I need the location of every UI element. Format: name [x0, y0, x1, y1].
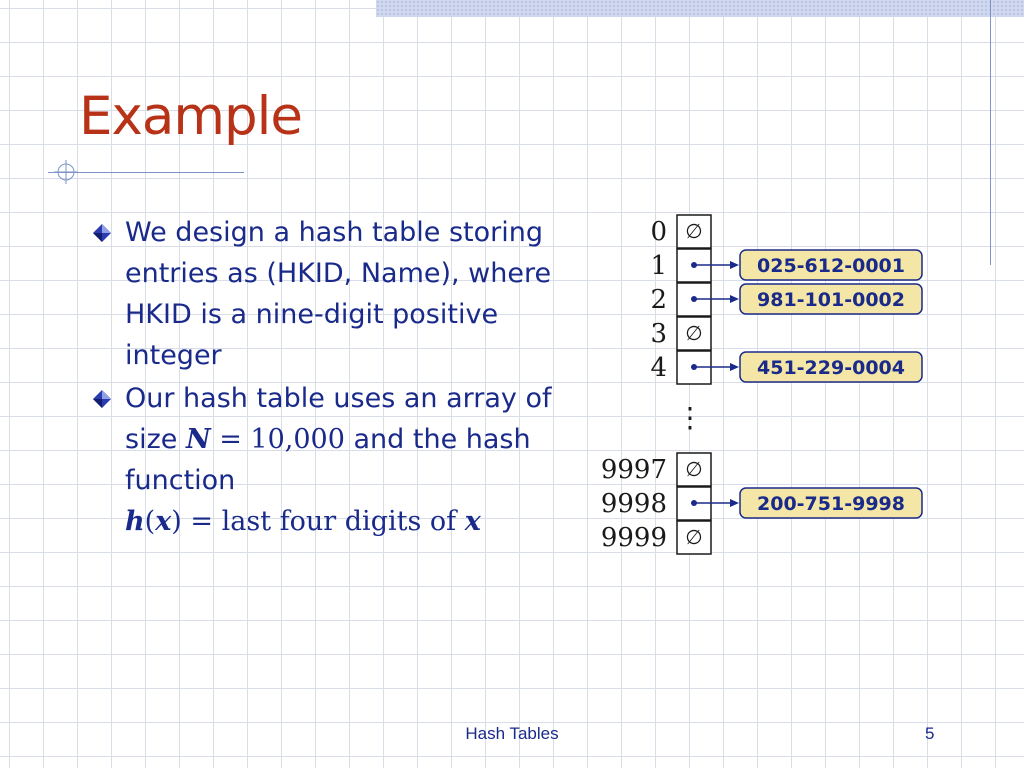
ellipsis: ⋮	[676, 401, 704, 434]
entry-box	[739, 487, 923, 519]
arrow-head-icon	[730, 363, 739, 371]
slide-body: We design a hash table storing entries a…	[92, 212, 552, 544]
bucket-index: 1	[650, 251, 667, 281]
right-accent-line	[990, 0, 991, 265]
bullet-item: We design a hash table storing entries a…	[92, 212, 552, 376]
bucket-cell	[676, 214, 712, 249]
crosshair-ornament-icon	[54, 160, 78, 184]
arrow-head-icon	[730, 295, 739, 303]
null-pointer-icon: ∅	[685, 321, 702, 345]
bucket-index: 4	[650, 353, 667, 383]
math-variable: N	[185, 424, 211, 455]
bucket-index: 0	[650, 217, 667, 247]
diamond-bullet-icon	[93, 224, 111, 242]
slide-title: Example	[79, 86, 303, 147]
bucket-cell	[676, 452, 712, 487]
bucket-cell	[676, 316, 712, 351]
math-value: 10,000	[250, 424, 345, 455]
entry-key: 981-101-0002	[757, 289, 905, 311]
entry-box	[739, 283, 923, 315]
bucket-index: 9997	[601, 455, 667, 485]
hash-function-formula: h(x) = last four digits of x	[125, 506, 481, 537]
title-underline	[48, 172, 244, 173]
function-definition-variable: x	[464, 506, 481, 537]
entry-box	[739, 351, 923, 383]
bucket-index: 9998	[601, 489, 667, 519]
bucket-index: 2	[650, 285, 667, 315]
bullet-text: We design a hash table storing entries a…	[125, 217, 552, 371]
bucket-index: 3	[650, 319, 667, 349]
function-name: h	[125, 506, 145, 537]
top-decorative-band	[376, 0, 1024, 17]
function-definition: last four digits of	[221, 506, 457, 537]
bucket-cell	[676, 520, 712, 555]
page-number: 5	[925, 724, 935, 743]
entry-box	[739, 249, 923, 281]
hash-table-diagram: 0 ∅ 1 025-612-0001 2 981-101-0002 3 ∅ 4 451-229-0…	[601, 214, 923, 555]
bullet-item: Our hash table uses an array of size N =…	[92, 378, 552, 542]
function-argument: x	[155, 506, 172, 537]
bullet-text-continued: and the hash function	[125, 424, 531, 496]
null-pointer-icon: ∅	[685, 457, 702, 481]
entry-key: 200-751-9998	[757, 493, 905, 515]
arrow-head-icon	[730, 499, 739, 507]
math-equals: =	[210, 424, 251, 455]
footer-title: Hash Tables	[465, 724, 559, 743]
null-pointer-icon: ∅	[685, 525, 702, 549]
null-pointer-icon: ∅	[685, 219, 702, 243]
math-expression: N = 10,000	[186, 424, 345, 455]
entry-key: 025-612-0001	[757, 255, 905, 277]
bucket-index: 9999	[601, 523, 667, 553]
arrow-head-icon	[730, 261, 739, 269]
diamond-bullet-icon	[93, 390, 111, 408]
entry-key: 451-229-0004	[757, 357, 905, 379]
bullet-text: Our hash table uses an array of size	[125, 383, 552, 455]
